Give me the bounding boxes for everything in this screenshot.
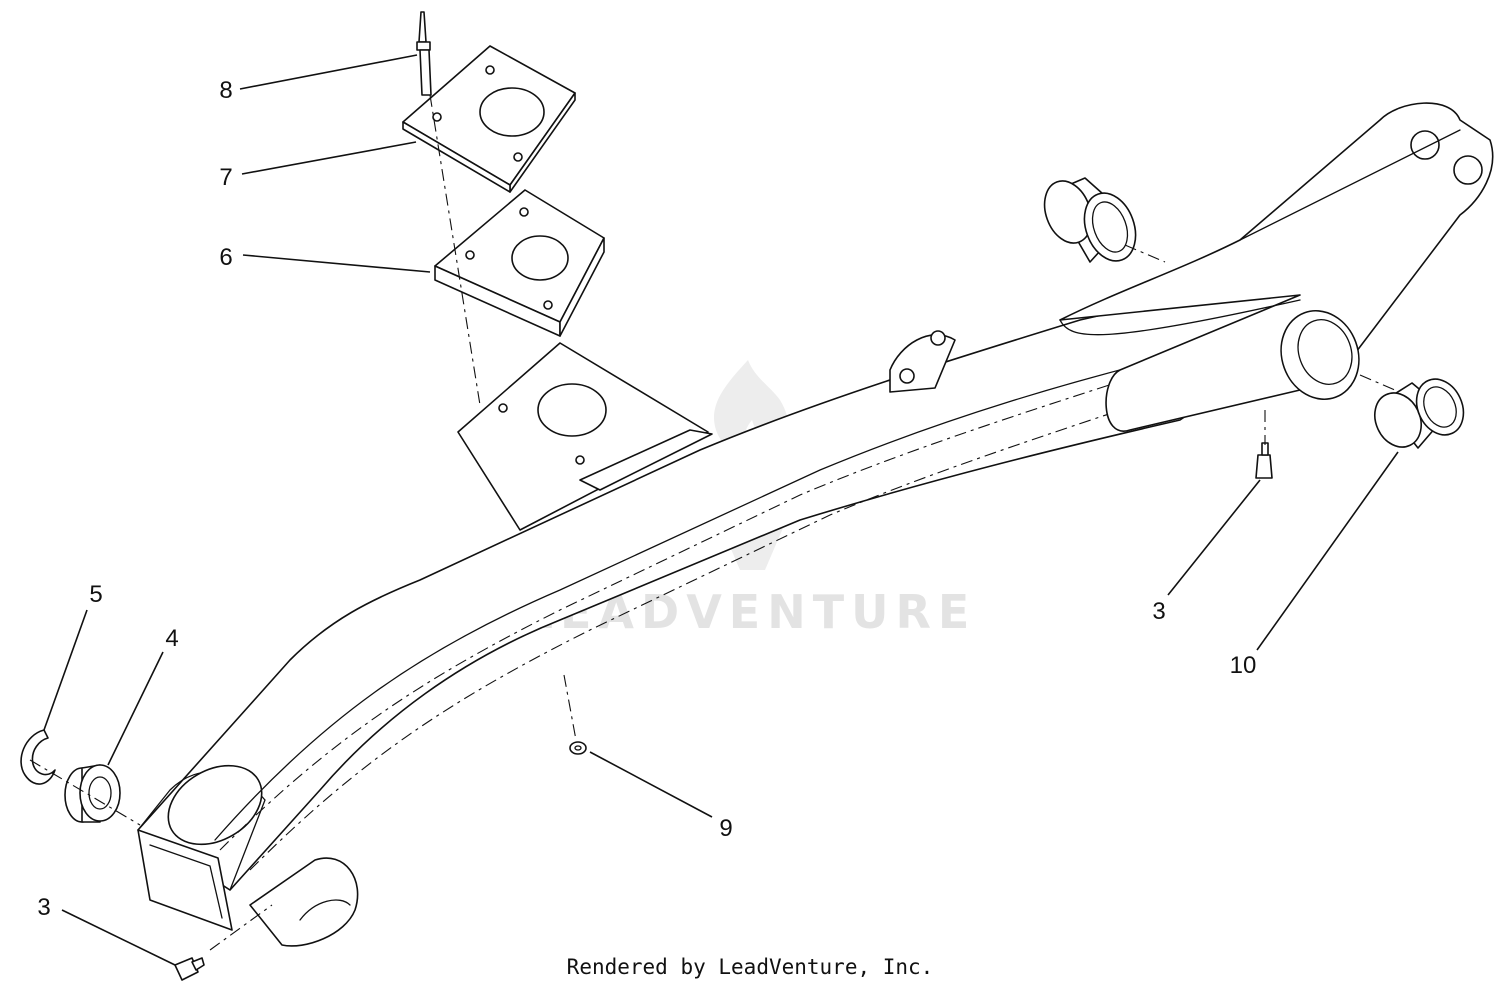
bushing-part-4 — [64, 764, 121, 823]
frame-arm — [137, 269, 1341, 947]
callout-3-left: 3 — [37, 894, 50, 921]
leader-3-right — [1167, 479, 1261, 596]
bushing-part-10 — [1374, 378, 1465, 449]
leader-3-left — [61, 909, 176, 966]
leader-9 — [589, 751, 713, 818]
leader-10 — [1256, 451, 1399, 651]
leader-6 — [242, 254, 431, 273]
callout-7: 7 — [219, 164, 232, 191]
bushing-top-right — [1043, 177, 1137, 263]
washer-part-9 — [569, 741, 587, 755]
callout-4: 4 — [165, 625, 178, 652]
frame-mount-plate — [457, 342, 713, 531]
footer-credit: Rendered by LeadVenture, Inc. — [567, 955, 934, 979]
callout-6: 6 — [219, 244, 232, 271]
callout-5: 5 — [89, 581, 102, 608]
frame-tab — [889, 330, 956, 393]
assembly-lines — [29, 94, 1396, 951]
retaining-ring-part-5 — [20, 729, 56, 785]
leader-4 — [107, 651, 164, 766]
callout-8: 8 — [219, 77, 232, 104]
grease-fitting-right-part-3 — [1255, 442, 1273, 479]
pin-part-8 — [416, 11, 432, 96]
leader-8 — [239, 54, 418, 90]
pivot-arm — [1059, 102, 1494, 432]
grease-fitting-left-part-3 — [174, 957, 205, 981]
plate-part-7 — [402, 45, 576, 193]
callouts: 8 7 6 5 4 3 9 3 10 — [37, 77, 1256, 921]
plate-part-6 — [434, 189, 605, 337]
leader-7 — [241, 141, 417, 175]
callout-9: 9 — [719, 815, 732, 842]
callout-3-right: 3 — [1152, 598, 1165, 625]
leader-lines — [43, 54, 1399, 966]
leader-5 — [43, 609, 88, 731]
callout-10: 10 — [1230, 652, 1257, 679]
